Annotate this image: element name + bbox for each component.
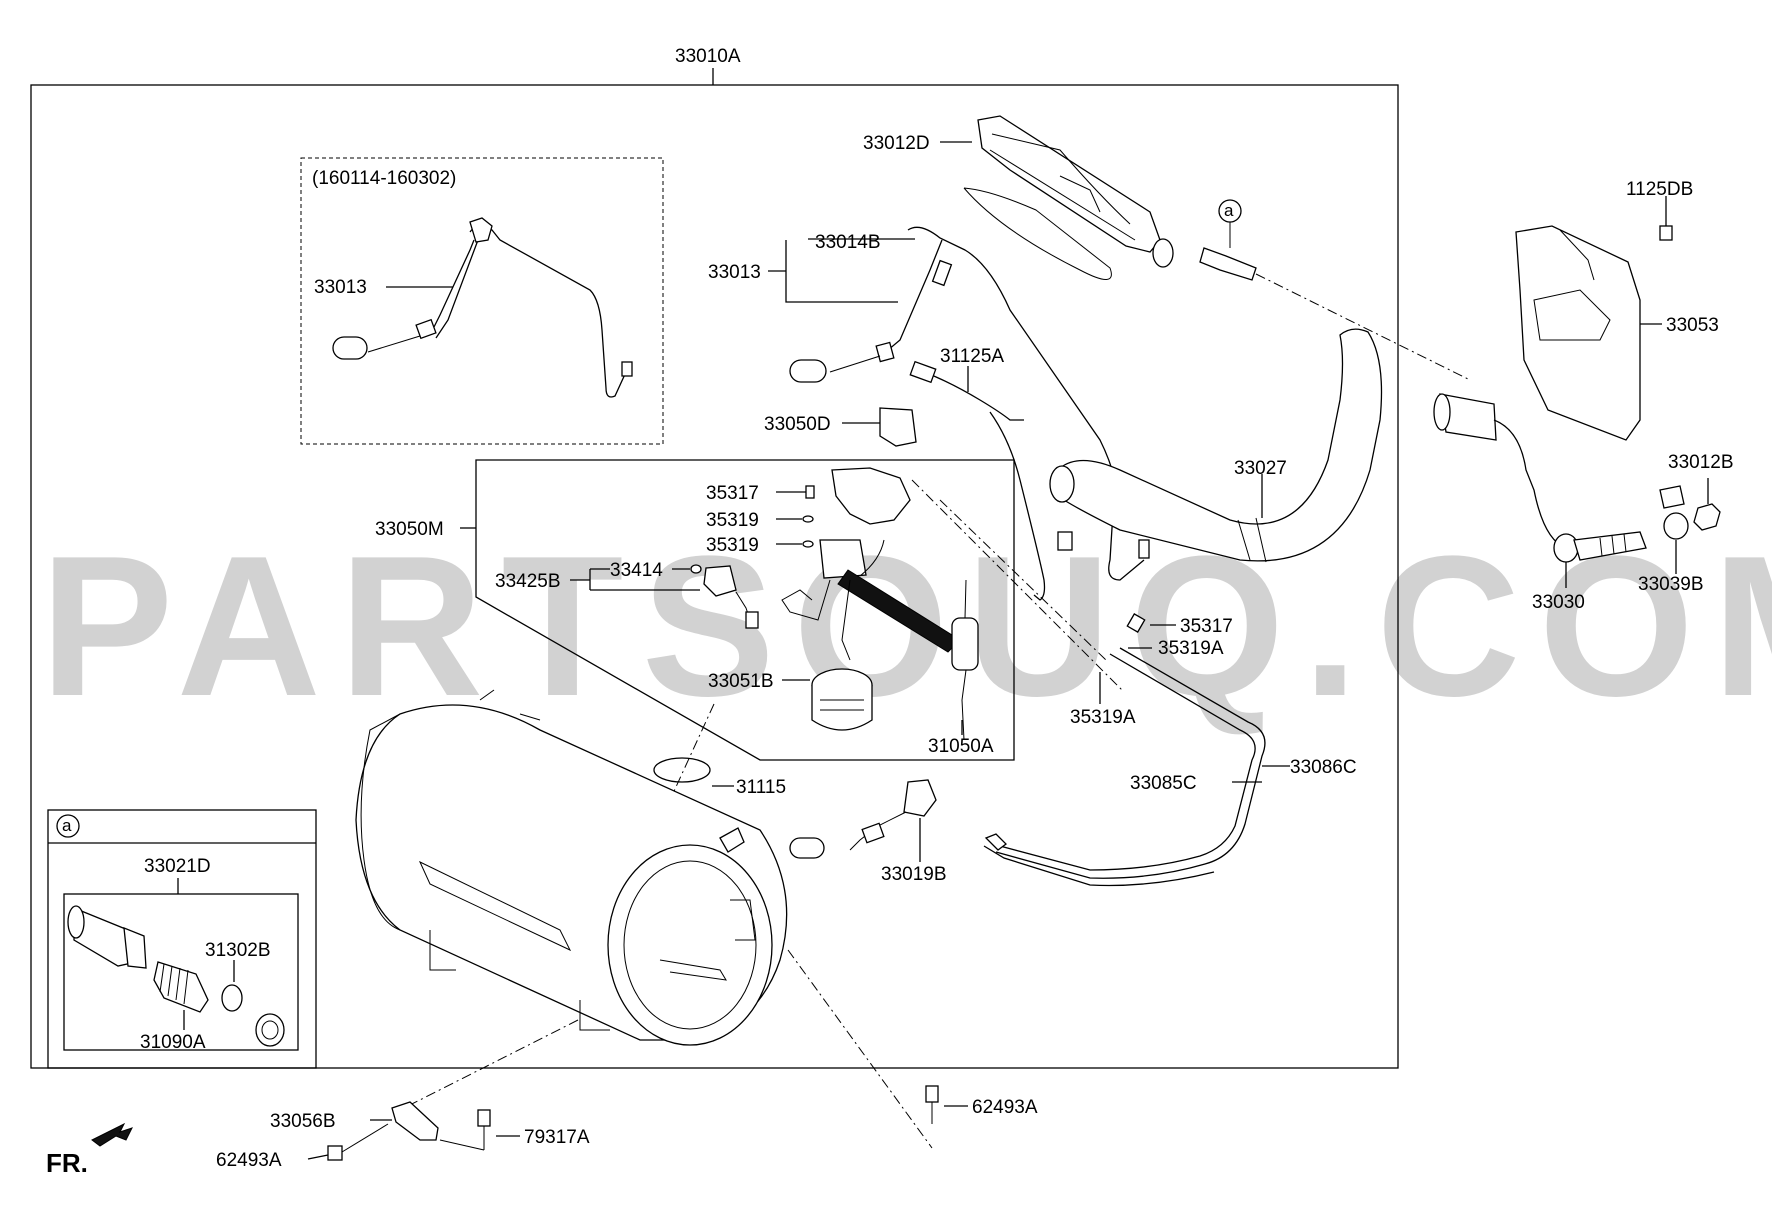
filler-neck-33030[interactable] bbox=[1433, 393, 1647, 563]
label-31090A[interactable]: 31090A bbox=[140, 1032, 206, 1053]
regulator-33425B[interactable] bbox=[703, 565, 759, 629]
label-33051B[interactable]: 33051B bbox=[708, 671, 774, 692]
bolt-79317A[interactable] bbox=[477, 1109, 491, 1127]
label-33027[interactable]: 33027 bbox=[1234, 458, 1287, 479]
filter-33021D[interactable] bbox=[67, 905, 147, 969]
label-33086C[interactable]: 33086C bbox=[1290, 757, 1357, 778]
bolt-1125DB[interactable] bbox=[1659, 225, 1673, 241]
label-33012D[interactable]: 33012D bbox=[863, 133, 930, 154]
label-33013-variant[interactable]: 33013 bbox=[314, 277, 367, 298]
label-33012B[interactable]: 33012B bbox=[1668, 452, 1734, 473]
oring-33414[interactable] bbox=[690, 564, 702, 574]
label-35317-b[interactable]: 35317 bbox=[1180, 616, 1233, 637]
label-31302B[interactable]: 31302B bbox=[205, 940, 271, 961]
label-79317A[interactable]: 79317A bbox=[524, 1127, 590, 1148]
label-33010A[interactable]: 33010A bbox=[675, 46, 741, 67]
bracket-33056B[interactable] bbox=[391, 1101, 439, 1141]
pump-module-33050M[interactable] bbox=[781, 467, 979, 741]
heat-shield-33053[interactable] bbox=[1515, 225, 1641, 441]
fuel-lines-33085C-33086C[interactable] bbox=[983, 647, 1266, 887]
filler-hose-33027[interactable] bbox=[1049, 328, 1383, 563]
connector-33050D[interactable] bbox=[879, 407, 917, 447]
label-33085C[interactable]: 33085C bbox=[1130, 773, 1197, 794]
label-33030[interactable]: 33030 bbox=[1532, 592, 1585, 613]
label-33414[interactable]: 33414 bbox=[610, 560, 663, 581]
label-33056B[interactable]: 33056B bbox=[270, 1111, 336, 1132]
variant-date-range: (160114-160302) bbox=[312, 168, 456, 189]
gasket-31115[interactable] bbox=[653, 757, 711, 783]
pump-module-box bbox=[475, 459, 1015, 761]
inset-a-box bbox=[47, 809, 317, 1069]
sender-unit-33014B[interactable] bbox=[789, 226, 1150, 581]
label-33050M[interactable]: 33050M bbox=[375, 519, 444, 540]
label-35319A-b[interactable]: 35319A bbox=[1070, 707, 1136, 728]
screw-35317-a[interactable] bbox=[805, 485, 815, 499]
label-62493A-a[interactable]: 62493A bbox=[216, 1150, 282, 1171]
label-35319-b[interactable]: 35319 bbox=[706, 535, 759, 556]
oring-35319-a[interactable] bbox=[802, 515, 814, 523]
label-33019B[interactable]: 33019B bbox=[881, 864, 947, 885]
bolt-62493A-a[interactable] bbox=[327, 1145, 343, 1161]
label-31115[interactable]: 31115 bbox=[736, 777, 786, 798]
front-arrow-icon bbox=[91, 1122, 133, 1147]
assembly-frame bbox=[30, 84, 1399, 1069]
fuel-tank[interactable] bbox=[355, 689, 788, 1046]
label-31125A[interactable]: 31125A bbox=[940, 346, 1004, 367]
label-62493A-b[interactable]: 62493A bbox=[972, 1097, 1038, 1118]
label-33013[interactable]: 33013 bbox=[708, 262, 761, 283]
sender-unit-variant[interactable] bbox=[332, 217, 633, 398]
wiring-harness-31125A[interactable] bbox=[909, 360, 1073, 601]
nut-33012B[interactable] bbox=[1693, 503, 1721, 531]
variant-box bbox=[300, 157, 664, 445]
front-label: FR. bbox=[46, 1148, 88, 1178]
strainer-31090A[interactable] bbox=[153, 961, 209, 1013]
label-33050D[interactable]: 33050D bbox=[764, 414, 831, 435]
cap-33039B[interactable] bbox=[1659, 485, 1689, 540]
label-35319A-a[interactable]: 35319A bbox=[1158, 638, 1224, 659]
label-31050A[interactable]: 31050A bbox=[928, 736, 994, 757]
label-33021D[interactable]: 33021D bbox=[144, 856, 211, 877]
label-33053[interactable]: 33053 bbox=[1666, 315, 1719, 336]
inset-a-inner-box bbox=[63, 893, 299, 1051]
plug-insert[interactable] bbox=[255, 1013, 285, 1047]
clip-35317-b[interactable] bbox=[1126, 613, 1146, 633]
label-35317-a[interactable]: 35317 bbox=[706, 483, 759, 504]
label-33014B[interactable]: 33014B bbox=[815, 232, 881, 253]
label-1125DB[interactable]: 1125DB bbox=[1626, 179, 1693, 200]
label-33425B[interactable]: 33425B bbox=[495, 571, 561, 592]
label-33039B[interactable]: 33039B bbox=[1638, 574, 1704, 595]
bolt-62493A-b[interactable] bbox=[925, 1085, 939, 1103]
oring-35319-b[interactable] bbox=[802, 540, 814, 548]
oring-31302B[interactable] bbox=[221, 984, 243, 1012]
inset-a-letter: a bbox=[62, 816, 72, 835]
pump-carrier-33012D[interactable] bbox=[963, 115, 1174, 280]
sender-33019B[interactable] bbox=[789, 779, 937, 859]
fuel-filter-small[interactable] bbox=[1199, 247, 1257, 281]
label-35319-a[interactable]: 35319 bbox=[706, 510, 759, 531]
callout-a-letter: a bbox=[1224, 201, 1234, 220]
